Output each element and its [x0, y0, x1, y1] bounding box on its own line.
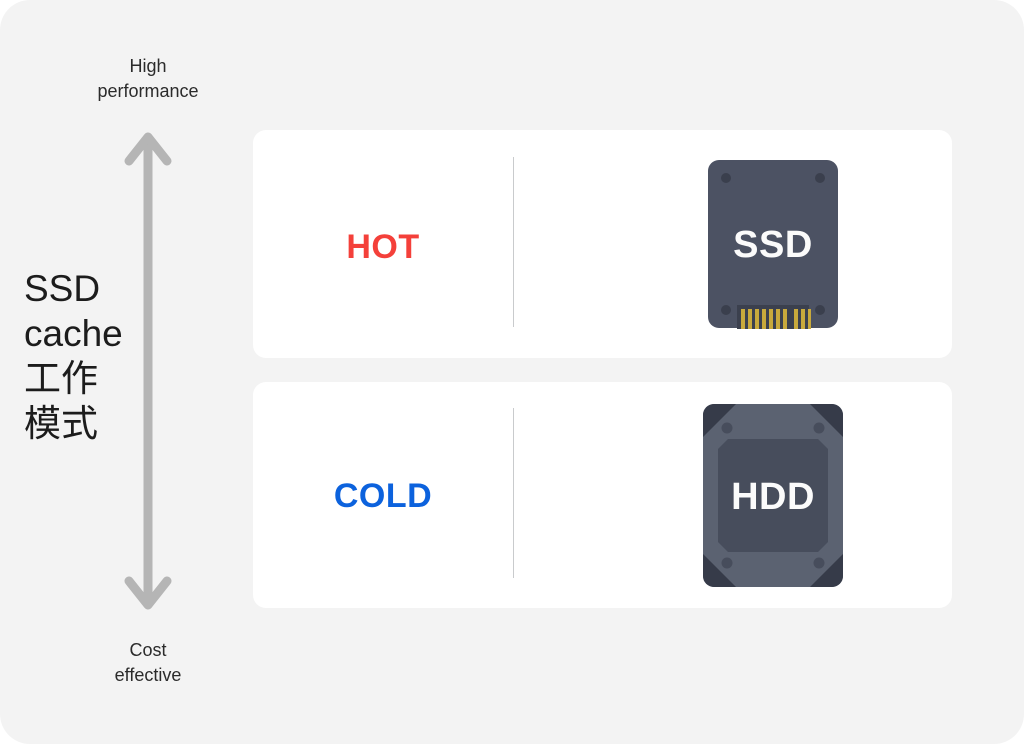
tier-label-cold: COLD: [333, 477, 433, 515]
card-divider: [513, 408, 514, 578]
ssd-drive-illustration: SSD: [593, 130, 952, 358]
axis-top-caption-line-1: High: [129, 56, 167, 76]
axis-bottom-caption-line-2: effective: [114, 665, 182, 685]
ssd-drive-icon: SSD: [707, 160, 838, 329]
hdd-drive-label: HDD: [731, 476, 815, 518]
ssd-drive-label: SSD: [733, 224, 813, 266]
hdd-drive-icon: HDD: [702, 403, 843, 587]
axis-title-line-4: 模式: [24, 403, 98, 444]
tier-label-hot: HOT: [346, 228, 420, 266]
axis-top-caption-line-2: performance: [97, 81, 199, 101]
tier-card-cold[interactable]: COLD: [253, 382, 952, 608]
axis-title: SSD cache 工作 模式: [24, 266, 234, 446]
double-headed-vertical-arrow-icon: [124, 132, 172, 610]
axis-bottom-caption-line-1: Cost: [129, 640, 167, 660]
axis-title-line-3: 工作: [24, 358, 98, 399]
performance-axis-column: High performance SSD cache 工作 模式 Cost ef…: [0, 0, 253, 744]
tier-card-hot[interactable]: HOT: [253, 130, 952, 358]
axis-title-line-2: cache: [24, 313, 123, 354]
axis-top-caption: High performance: [48, 54, 248, 104]
card-divider: [513, 157, 514, 327]
axis-title-line-1: SSD: [24, 268, 101, 309]
hdd-drive-illustration: HDD: [593, 382, 952, 608]
axis-bottom-caption: Cost effective: [48, 638, 248, 688]
